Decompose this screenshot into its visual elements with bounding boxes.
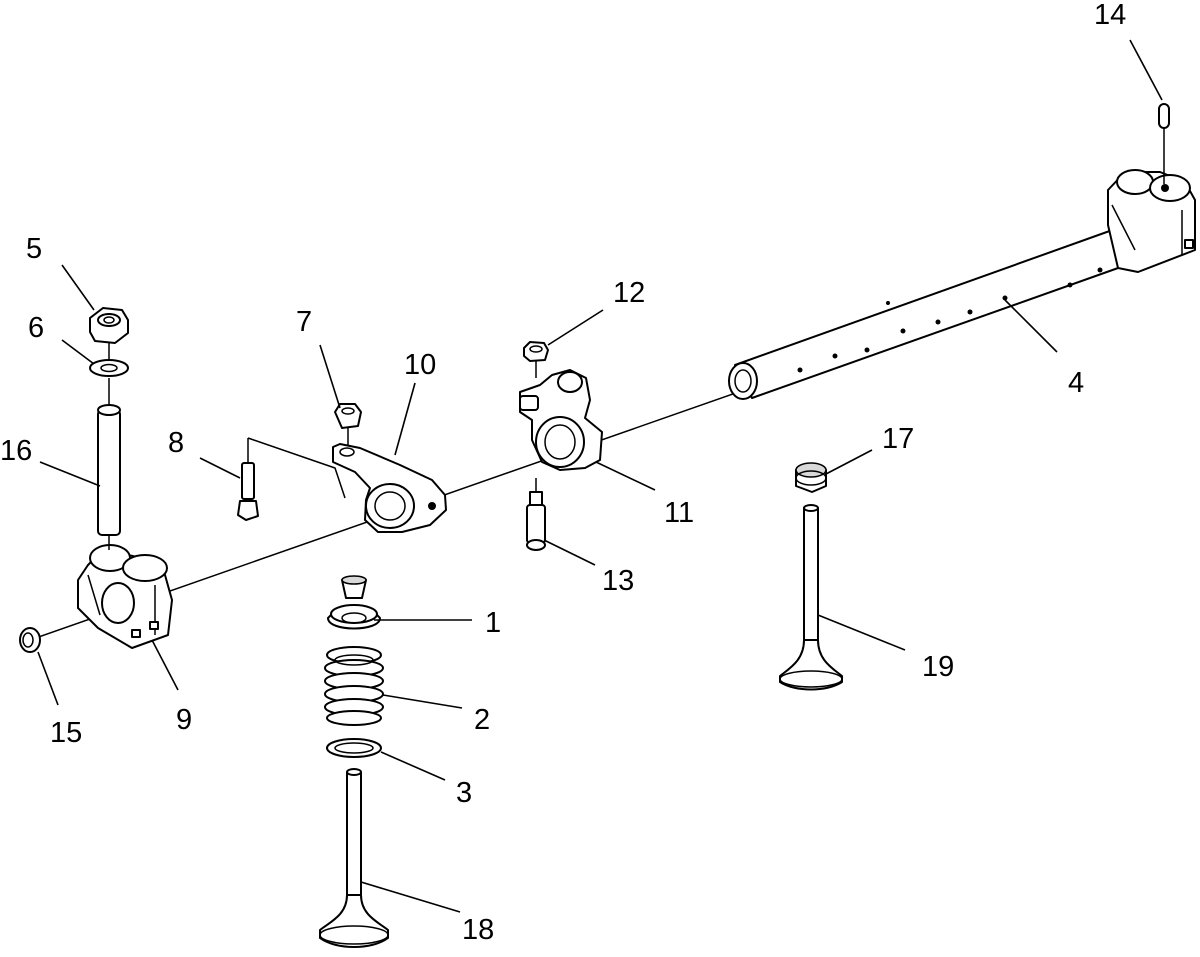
valve-keeper	[341, 575, 367, 599]
support-pin	[97, 378, 121, 550]
leader-10	[394, 382, 416, 456]
callout-14: 14	[1094, 0, 1126, 31]
callout-10: 10	[404, 349, 436, 381]
spring-retainer	[327, 604, 381, 630]
leader-17	[825, 449, 873, 475]
leader-4	[1004, 299, 1058, 353]
leader-14	[1129, 39, 1163, 101]
callout-1: 1	[485, 607, 501, 639]
washer	[89, 359, 129, 377]
exhaust-nut	[523, 341, 549, 378]
callout-5: 5	[26, 233, 42, 265]
intake-valve	[319, 768, 389, 948]
leader-15	[37, 651, 59, 706]
leader-11	[595, 461, 656, 491]
callout-4: 4	[1068, 367, 1084, 399]
dowel-pin	[1158, 103, 1170, 184]
leader-6	[61, 339, 95, 365]
callout-9: 9	[176, 704, 192, 736]
plug	[19, 627, 41, 653]
callout-6: 6	[28, 312, 44, 344]
callout-19: 19	[922, 651, 954, 683]
callout-12: 12	[613, 277, 645, 309]
nut	[89, 307, 129, 360]
leader-8	[199, 457, 241, 479]
callout-16: 16	[0, 435, 32, 467]
leader-16	[39, 461, 101, 487]
callout-13: 13	[602, 565, 634, 597]
callout-15: 15	[50, 717, 82, 749]
leader-13	[543, 539, 596, 566]
leader-19	[817, 614, 906, 651]
callout-labels: 1 2 3 4 5 6 7 8 9 10 11 12 13 14 15 16 1…	[0, 0, 1126, 946]
exhaust-valve	[779, 504, 843, 691]
spring-seat	[326, 738, 382, 758]
exhaust-adjusting-screw	[526, 478, 546, 551]
leader-2	[382, 694, 463, 709]
leader-5	[61, 264, 95, 311]
shaft-support-right	[1107, 169, 1196, 273]
callout-7: 7	[296, 306, 312, 338]
leader-7	[319, 344, 341, 409]
callout-18: 18	[462, 914, 494, 946]
valve-stem-seal	[795, 462, 827, 493]
rocker-arm-exhaust	[519, 369, 603, 471]
callout-8: 8	[168, 427, 184, 459]
leader-12	[547, 309, 604, 346]
callout-2: 2	[474, 704, 490, 736]
valve-spring	[324, 646, 384, 726]
rocker-arm-intake	[332, 443, 447, 533]
callout-11: 11	[664, 497, 694, 529]
callout-3: 3	[456, 777, 472, 809]
leader-18	[360, 881, 461, 913]
callout-17: 17	[882, 423, 914, 455]
leader-9	[151, 639, 179, 691]
adjusting-screw	[237, 437, 346, 521]
lock-nut	[334, 403, 362, 450]
leader-3	[380, 751, 446, 781]
leader-lines	[37, 39, 1163, 913]
shaft-support-left	[77, 544, 173, 649]
